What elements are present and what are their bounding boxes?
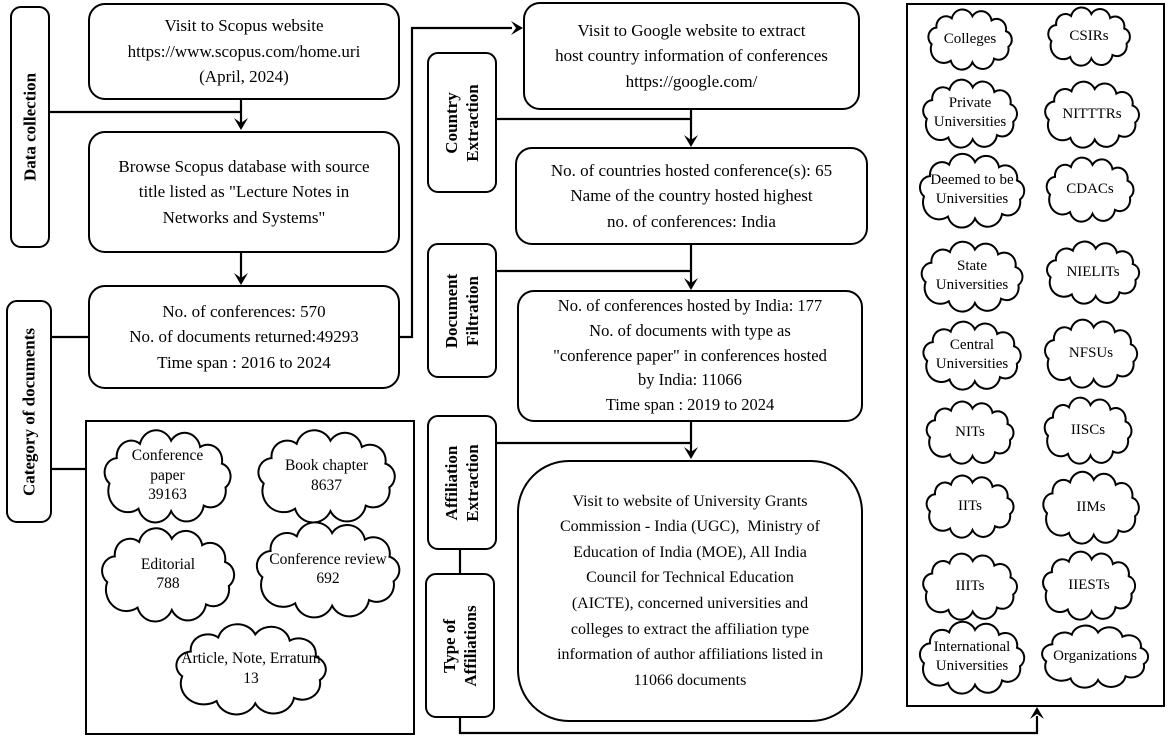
cloud-iiests-text: IIESTs [1068,576,1110,593]
cloud-nits-text: NITs [955,423,985,440]
label-country-extraction-text: Country Extraction [441,83,482,162]
label-type-of-affiliations: Type of Affiliations [425,573,495,718]
cloud-cdacs-text: CDACs [1066,180,1114,197]
cloud-editorial: Editorial 788 [92,526,244,623]
cloud-label: Conference paper [131,447,204,484]
countries-hosted-box: No. of countries hosted conference(s): 6… [515,147,868,245]
cloud-state-universities-text: State Universities [935,258,1009,293]
label-document-filtration-text: Document Filtration [441,273,482,348]
cloud-conference-review: Conference review 692 [246,520,410,619]
cloud-value: 39163 [148,486,187,504]
cloud-conference-review-text: Conference review 692 [246,520,410,618]
cloud-nielits-text: NIELITs [1066,263,1120,280]
cloud-iiscs-text: IISCs [1070,421,1106,438]
cloud-editorial-text: Editorial 788 [92,526,244,622]
cloud-iiits: IIITs [916,552,1024,621]
cloud-colleges-text: Colleges [943,30,997,47]
google-visit-box: Visit to Google website to extract host … [523,2,860,110]
google-visit-text: Visit to Google website to extract host … [555,20,828,91]
india-conferences-box: No. of conferences hosted by India: 177 … [517,290,863,422]
cloud-book-chapter: Book chapter 8637 [248,428,405,524]
cloud-colleges: Colleges [922,8,1018,71]
browse-scopus-box: Browse Scopus database with source title… [88,131,400,253]
cloud-central-universities: Central Universities [916,320,1028,391]
label-data-collection-text: Data collection [20,72,40,182]
label-category-of-documents: Category of documents [6,300,52,523]
cloud-nitttrs-text: NITTTRs [1062,105,1122,122]
cloud-iims: IIMs [1036,470,1146,545]
cloud-private-universities-text: Private Universities [933,95,1007,130]
cloud-label: Conference review [269,550,387,568]
cloud-article-note-erratum-text: Article, Note, Erratum 13 [165,622,337,715]
label-country-extraction: Country Extraction [427,52,497,193]
cloud-international-universities: International Universities [912,620,1032,695]
cloud-label: Book chapter [284,457,369,475]
cloud-conference-paper-text: Conference paper 39163 [95,428,240,523]
cloud-csirs-text: CSIRs [1069,27,1109,44]
cloud-iims-text: IIMs [1076,498,1106,515]
cloud-label: Editorial [140,555,196,573]
cloud-iiscs: IISCs [1038,396,1138,465]
label-data-collection: Data collection [10,6,50,248]
label-document-filtration: Document Filtration [427,243,497,378]
affiliation-sources-box: Visit to website of University Grants Co… [517,460,863,722]
cloud-iiits-text: IIITs [955,577,985,594]
cloud-nfsus-text: NFSUs [1068,344,1114,361]
cloud-organizations-text: Organizations [1053,647,1137,664]
cloud-iits-text: IITs [958,497,982,514]
cloud-value: 788 [156,575,180,592]
scopus-visit-box: Visit to Scopus website https://www.scop… [88,3,400,100]
countries-hosted-text: No. of countries hosted conference(s): 6… [550,160,833,231]
conference-counts-text: No. of conferences: 570 No. of documents… [129,301,359,372]
label-affiliation-extraction: Affiliation Extraction [427,415,497,550]
cloud-book-chapter-text: Book chapter 8637 [248,428,405,523]
cloud-nielits: NIELITs [1040,240,1146,305]
cloud-organizations: Organizations [1034,624,1156,689]
cloud-deemed-universities-text: Deemed to be Universities [930,172,1014,207]
cloud-central-universities-text: Central Universities [935,337,1009,372]
cloud-csirs: CSIRs [1042,6,1136,67]
label-category-of-documents-text: Category of documents [19,327,39,496]
cloud-value: 13 [243,669,259,687]
arrowheads [234,21,1044,719]
cloud-deemed-universities: Deemed to be Universities [912,152,1032,229]
cloud-iiests: IIESTs [1036,550,1142,621]
cloud-international-universities-text: International Universities [933,639,1011,674]
cloud-conference-paper: Conference paper 39163 [95,428,240,524]
scopus-visit-text: Visit to Scopus website https://www.scop… [127,16,361,87]
affiliation-sources-text: Visit to website of University Grants Co… [557,492,823,689]
label-type-of-affiliations-text: Type of Affiliations [439,604,480,687]
label-affiliation-extraction-text: Affiliation Extraction [441,443,482,522]
cloud-value: 8637 [311,476,342,494]
cloud-nitttrs: NITTTRs [1038,80,1146,149]
browse-scopus-text: Browse Scopus database with source title… [118,156,370,227]
cloud-iits: IITs [920,474,1020,539]
cloud-nfsus: NFSUs [1038,318,1144,389]
cloud-nits: NITs [920,400,1020,465]
cloud-article-note-erratum: Article, Note, Erratum 13 [165,622,337,716]
conference-counts-box: No. of conferences: 570 No. of documents… [88,285,400,389]
cloud-private-universities: Private Universities [916,78,1024,149]
cloud-label: Article, Note, Erratum [181,650,321,668]
india-conferences-text: No. of conferences hosted by India: 177 … [553,296,827,415]
cloud-value: 692 [316,570,340,587]
cloud-cdacs: CDACs [1040,156,1140,223]
cloud-state-universities: State Universities [914,240,1030,313]
